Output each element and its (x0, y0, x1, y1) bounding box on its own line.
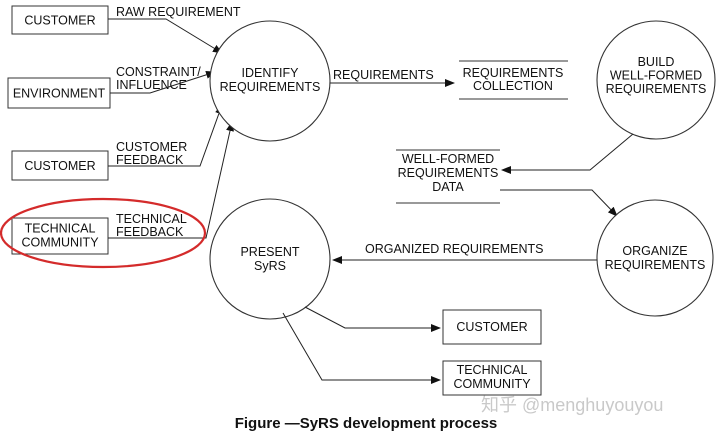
customer-feedback-line2: FEEDBACK (116, 153, 184, 167)
organize-line2: REQUIREMENTS (605, 258, 706, 272)
technical-community-bottom-box: TECHNICAL COMMUNITY (442, 360, 542, 396)
constraint-label-line2: INFLUENCE (116, 78, 187, 92)
constraint-arrow (110, 70, 216, 94)
to-organize-arrow (500, 189, 618, 217)
build-line2: WELL-FORMED (610, 69, 702, 83)
identify-line2: REQUIREMENTS (220, 80, 321, 94)
requirements-flow-label: REQUIREMENTS (333, 68, 434, 82)
build-well-formed-process: BUILD WELL-FORMED REQUIREMENTS (596, 20, 716, 140)
to-customer-arrow (304, 306, 441, 332)
environment-label: ENVIRONMENT (13, 87, 106, 101)
collection-line1: REQUIREMENTS (463, 66, 564, 80)
technical-community-left-line1: TECHNICAL (25, 222, 96, 236)
data-line1: WELL-FORMED (402, 152, 494, 166)
build-line1: BUILD (638, 55, 675, 69)
data-line2: REQUIREMENTS (398, 166, 499, 180)
collection-line2: COLLECTION (473, 79, 553, 93)
raw-requirement-arrow (108, 18, 223, 54)
build-line3: REQUIREMENTS (606, 82, 707, 96)
identify-line1: IDENTIFY (242, 66, 300, 80)
figure-caption: Figure —SyRS development process (235, 415, 498, 432)
technical-feedback-line2: FEEDBACK (116, 225, 184, 239)
requirements-collection-store: REQUIREMENTS COLLECTION (459, 60, 568, 100)
customer-mid-label: CUSTOMER (24, 159, 95, 173)
data-line3: DATA (432, 180, 464, 194)
technical-community-bottom-line1: TECHNICAL (457, 363, 528, 377)
technical-feedback-line1: TECHNICAL (116, 212, 187, 226)
to-technical-community-arrow (282, 312, 441, 384)
present-syrs-process: PRESENT SyRS (209, 198, 331, 320)
customer-top-label: CUSTOMER (24, 14, 95, 28)
customer-feedback-line1: CUSTOMER (116, 140, 187, 154)
present-line2: SyRS (254, 259, 286, 273)
technical-community-bottom-line2: COMMUNITY (453, 377, 531, 391)
well-formed-data-store: WELL-FORMED REQUIREMENTS DATA (396, 149, 500, 204)
highlight-ellipse (0, 197, 207, 269)
constraint-label-line1: CONSTRAINT/ (116, 65, 201, 79)
customer-top-box: CUSTOMER (11, 5, 109, 35)
technical-feedback-arrow (108, 121, 234, 239)
technical-community-left-box: TECHNICAL COMMUNITY (11, 217, 109, 255)
organized-requirements-label: ORGANIZED REQUIREMENTS (365, 242, 544, 256)
customer-mid-box: CUSTOMER (11, 150, 109, 181)
technical-community-left-line2: COMMUNITY (21, 236, 99, 250)
raw-requirement-label: RAW REQUIREMENT (116, 5, 241, 19)
organize-line1: ORGANIZE (622, 244, 687, 258)
customer-bottom-label: CUSTOMER (456, 320, 527, 334)
present-line1: PRESENT (240, 245, 299, 259)
environment-box: ENVIRONMENT (7, 77, 111, 109)
identify-requirements-process: IDENTIFY REQUIREMENTS (209, 20, 331, 142)
well-formed-arrow (501, 133, 634, 174)
organize-requirements-process: ORGANIZE REQUIREMENTS (596, 199, 714, 317)
customer-feedback-arrow (108, 104, 223, 167)
customer-bottom-box: CUSTOMER (442, 309, 542, 345)
watermark-text: 知乎 @menghuyouyou (481, 395, 663, 415)
